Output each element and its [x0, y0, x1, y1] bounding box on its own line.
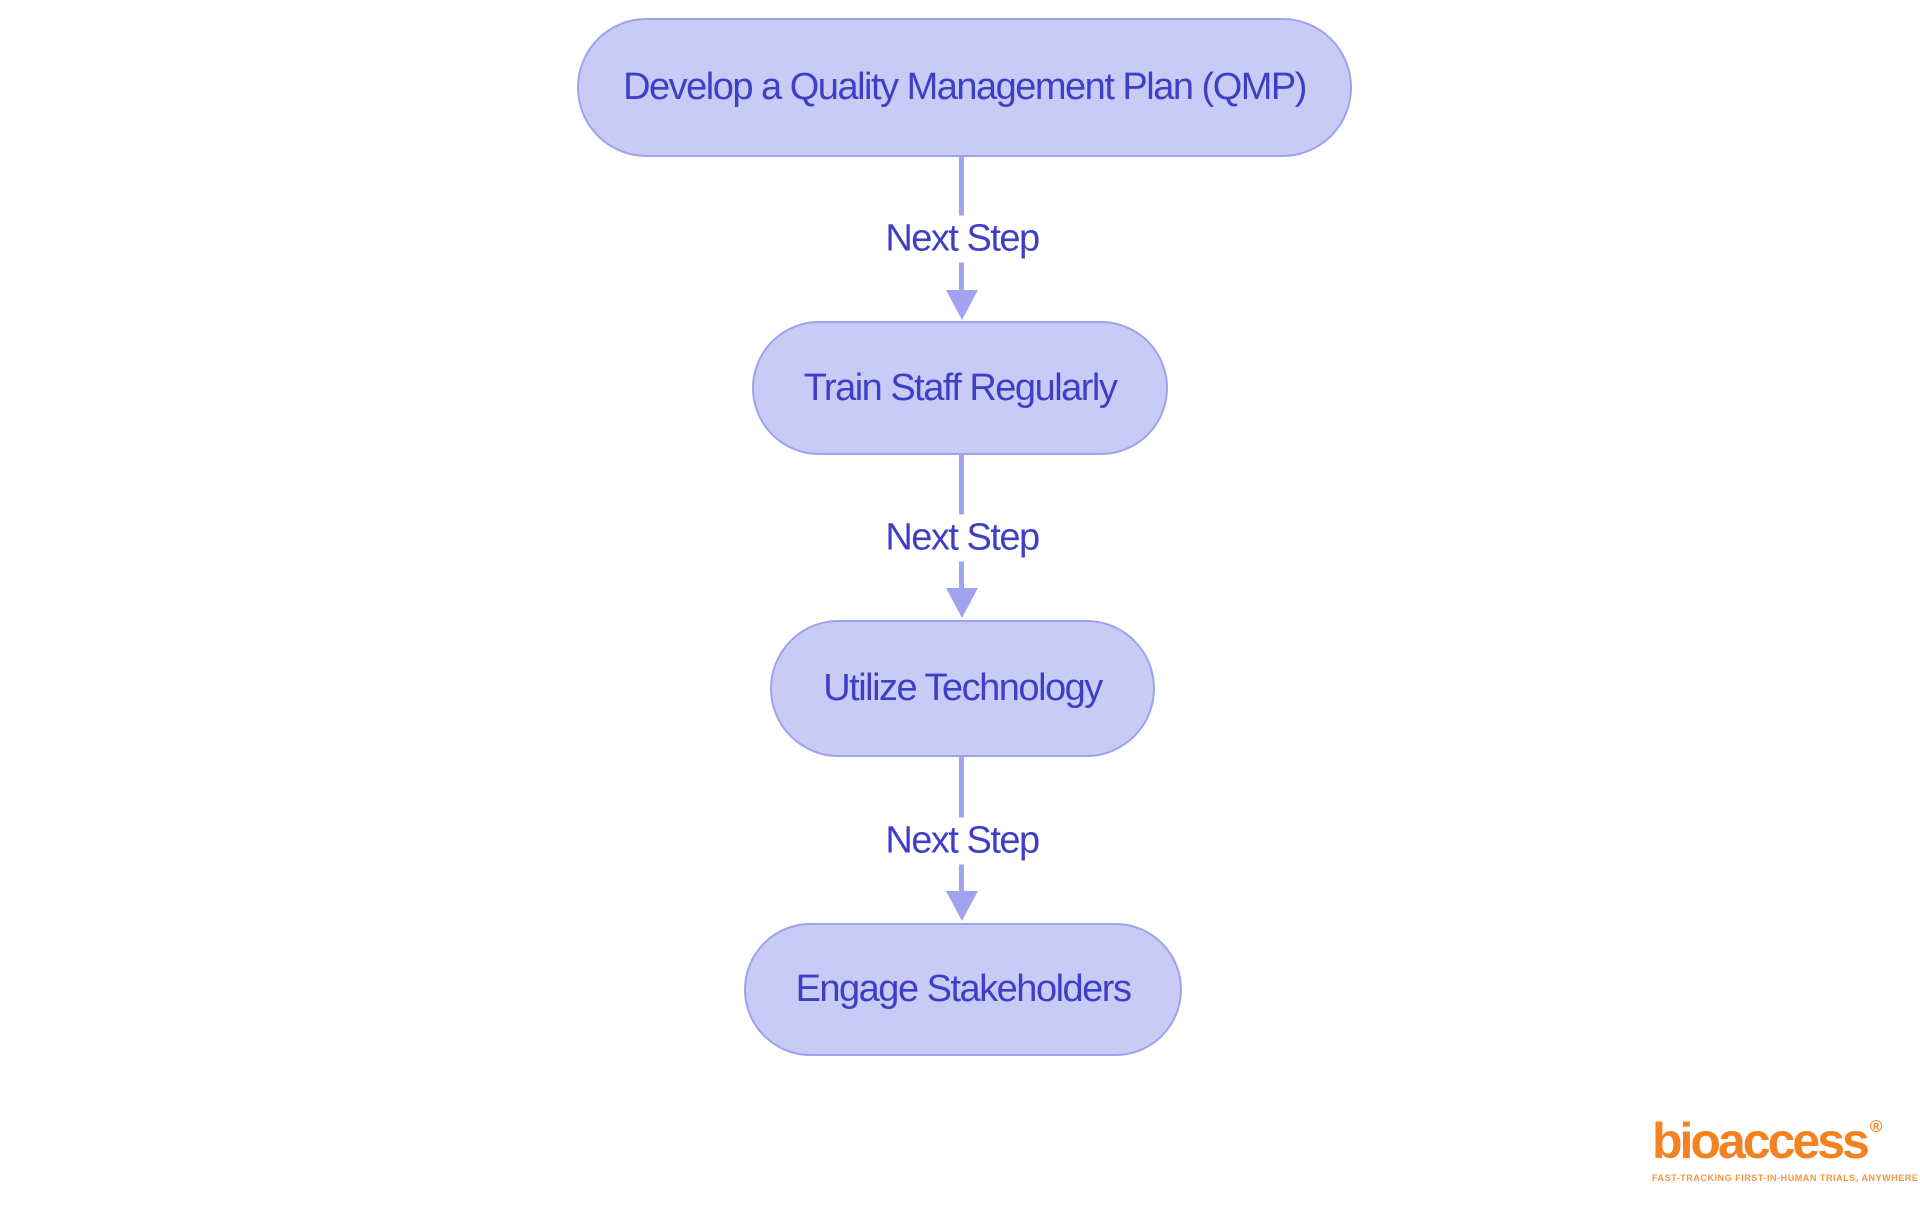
edge-label-next-step: Next Step	[875, 514, 1049, 562]
bioaccess-brand-text: bioaccess	[1652, 1113, 1870, 1169]
registered-trademark-icon: ®	[1869, 1117, 1883, 1136]
flow-node-train-staff: Train Staff Regularly	[752, 321, 1168, 455]
flow-node-label: Develop a Quality Management Plan (QMP)	[623, 66, 1307, 108]
flow-node-develop-qmp: Develop a Quality Management Plan (QMP)	[577, 18, 1352, 157]
bioaccess-logo: bioaccess ® FAST-TRACKING FIRST-IN-HUMAN…	[1652, 1116, 1918, 1183]
flow-node-engage-stakeholders: Engage Stakeholders	[744, 923, 1182, 1056]
flow-node-utilize-technology: Utilize Technology	[770, 620, 1155, 757]
edge-label-next-step: Next Step	[875, 817, 1049, 865]
bioaccess-tagline: FAST-TRACKING FIRST-IN-HUMAN TRIALS, ANY…	[1652, 1173, 1919, 1183]
edge-label-next-step: Next Step	[875, 215, 1049, 263]
flow-node-label: Utilize Technology	[823, 667, 1103, 709]
flow-node-label: Engage Stakeholders	[795, 968, 1132, 1010]
arrow-down-icon	[946, 290, 978, 320]
arrow-down-icon	[946, 891, 978, 921]
bioaccess-logo-row: bioaccess ®	[1652, 1116, 1918, 1166]
arrow-down-icon	[946, 588, 978, 618]
flow-node-label: Train Staff Regularly	[803, 366, 1118, 409]
